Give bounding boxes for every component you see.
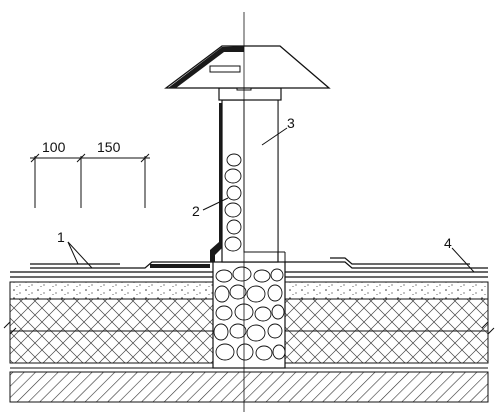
flashing-sleeve (210, 103, 224, 262)
dimension-label-100: 100 (42, 139, 66, 155)
roofing-sheets (30, 257, 488, 269)
dimension-lines (30, 153, 150, 208)
vent-pipe (210, 81, 286, 263)
vent-cap (164, 45, 331, 89)
screed-layer-right (284, 281, 489, 300)
callout-2: 2 (192, 203, 200, 219)
gravel-fill (213, 266, 286, 361)
leader-lines (67, 127, 475, 273)
callout-3: 3 (287, 115, 295, 131)
roof-layers (3, 271, 495, 403)
screed-layer-left (9, 281, 214, 300)
callout-4: 4 (444, 235, 452, 251)
dimension-label-150: 150 (97, 139, 121, 155)
concrete-slab (9, 371, 489, 403)
callout-1: 1 (57, 229, 65, 245)
vent-shaft (212, 261, 286, 369)
